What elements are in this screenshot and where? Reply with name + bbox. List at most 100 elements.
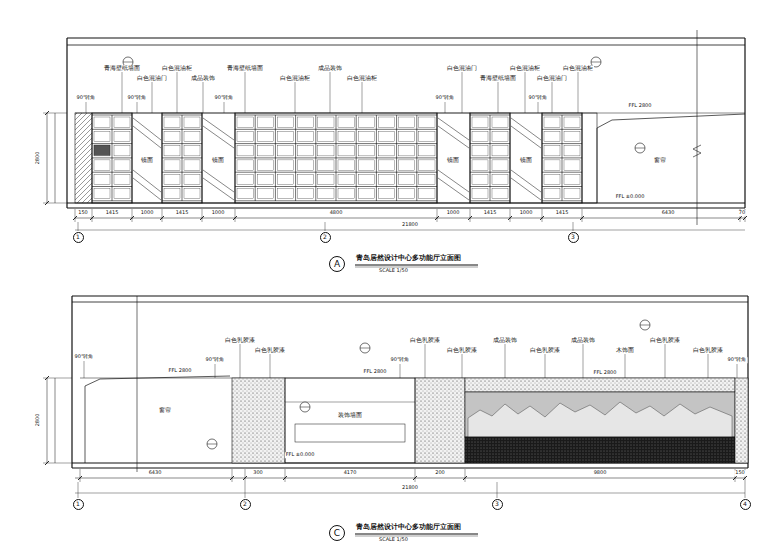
leader-line xyxy=(625,354,626,378)
shelf-cell xyxy=(257,146,273,156)
dimension-tick xyxy=(233,216,237,220)
shelf-cell xyxy=(277,160,293,170)
material-note: 白色乳胶漆 xyxy=(692,347,724,353)
detail-callout xyxy=(300,402,310,412)
grid-line xyxy=(78,482,79,498)
annotation: 窗帘 xyxy=(653,157,667,164)
shelf-cell xyxy=(378,160,394,170)
shelf-cell xyxy=(94,146,110,156)
shelf-board xyxy=(542,129,582,130)
leader-line xyxy=(708,354,709,378)
annotation: 6430 xyxy=(148,470,163,476)
shelf-cell xyxy=(358,131,374,141)
leader-line xyxy=(498,82,499,113)
detail-callout xyxy=(360,343,370,353)
material-note: 白色乳胶漆 xyxy=(409,337,441,343)
grid-line xyxy=(245,482,246,498)
marker-letter: 1 xyxy=(76,234,80,240)
leader-line xyxy=(665,344,666,378)
extension-line xyxy=(80,469,81,482)
dimension-tick xyxy=(45,111,49,115)
material-note: 白色乳胶漆 xyxy=(254,347,286,353)
shelf-board xyxy=(162,143,202,144)
shelf-board xyxy=(235,157,437,158)
glass-mark xyxy=(438,178,469,200)
extension-line xyxy=(162,209,163,222)
shelf-board xyxy=(542,172,582,173)
dimension-tick xyxy=(540,216,544,220)
dimension-line xyxy=(55,378,56,463)
floor-line xyxy=(72,467,748,468)
detail-callout xyxy=(640,320,650,330)
dimension-tick xyxy=(230,476,234,480)
shelf-cell xyxy=(164,174,180,184)
annotation: 4800 xyxy=(329,210,344,216)
break-mark xyxy=(693,145,701,157)
shelf-cell xyxy=(318,174,334,184)
shelf-cell xyxy=(399,189,415,199)
stone-column xyxy=(232,378,285,463)
door-panel xyxy=(202,113,235,203)
material-note: 成品装饰 xyxy=(570,337,596,343)
shelf-cell xyxy=(184,117,200,127)
grey-panel xyxy=(465,392,735,437)
annotation: 21800 xyxy=(401,485,419,491)
shelf-board xyxy=(235,143,437,144)
material-note: 白色混油柜 xyxy=(279,75,311,81)
dimension-line xyxy=(55,113,56,203)
shelf-cell xyxy=(419,146,435,156)
shelf-board xyxy=(470,186,510,187)
shelf-cell xyxy=(419,174,435,184)
door-panel xyxy=(437,113,470,203)
shelf-cell xyxy=(164,160,180,170)
material-note: 白色混油门 xyxy=(536,75,568,81)
shelf-unit xyxy=(92,113,132,203)
shelf-cell xyxy=(257,131,273,141)
annotation: 200 xyxy=(434,470,446,476)
material-note: 90°转角 xyxy=(214,95,235,101)
shelf-cell xyxy=(399,146,415,156)
shelf-cell xyxy=(237,174,253,184)
dimension-tick xyxy=(435,216,439,220)
leader-line xyxy=(737,364,738,378)
dimension-tick xyxy=(200,216,204,220)
grid-bubble: 4 xyxy=(740,499,751,510)
leader-line xyxy=(552,82,553,113)
shelf-cell xyxy=(298,160,314,170)
shelf-cell xyxy=(184,131,200,141)
dimension-tick xyxy=(45,376,49,380)
annotation: 300 xyxy=(252,470,264,476)
material-note: 青海壁纸墙面 xyxy=(479,75,517,81)
shelf-board xyxy=(235,186,437,187)
shelf-board xyxy=(92,157,132,158)
material-note: 90°转角 xyxy=(435,95,456,101)
annotation: FFL 2800 xyxy=(628,103,653,109)
shelf-cell xyxy=(419,131,435,141)
grid-line xyxy=(497,482,498,498)
callout-divider xyxy=(123,62,133,63)
annotation: 镜面 xyxy=(446,157,460,164)
marker-letter: 3 xyxy=(495,501,499,507)
shelf-unit xyxy=(470,113,510,203)
glass-mark xyxy=(203,126,234,148)
slab-line xyxy=(72,295,748,296)
dimension-tick xyxy=(738,216,742,220)
glass-mark xyxy=(511,126,541,148)
shelf-cell xyxy=(94,174,110,184)
callout-divider xyxy=(591,62,601,63)
shelf-cell xyxy=(338,131,354,141)
slab-line xyxy=(72,302,748,303)
shelf-cell xyxy=(114,174,130,184)
stone-column xyxy=(415,378,465,463)
shelf-cell xyxy=(564,174,580,184)
shelf-cell xyxy=(492,174,508,184)
slab-line xyxy=(67,37,745,38)
dimension-tick xyxy=(90,216,94,220)
shelf-cell xyxy=(237,117,253,127)
dimension-tick xyxy=(78,476,82,480)
extension-line xyxy=(245,469,246,482)
shelf-board xyxy=(542,115,582,116)
shelf-cell xyxy=(492,131,508,141)
shelf-board xyxy=(542,143,582,144)
shelf-cell xyxy=(338,174,354,184)
